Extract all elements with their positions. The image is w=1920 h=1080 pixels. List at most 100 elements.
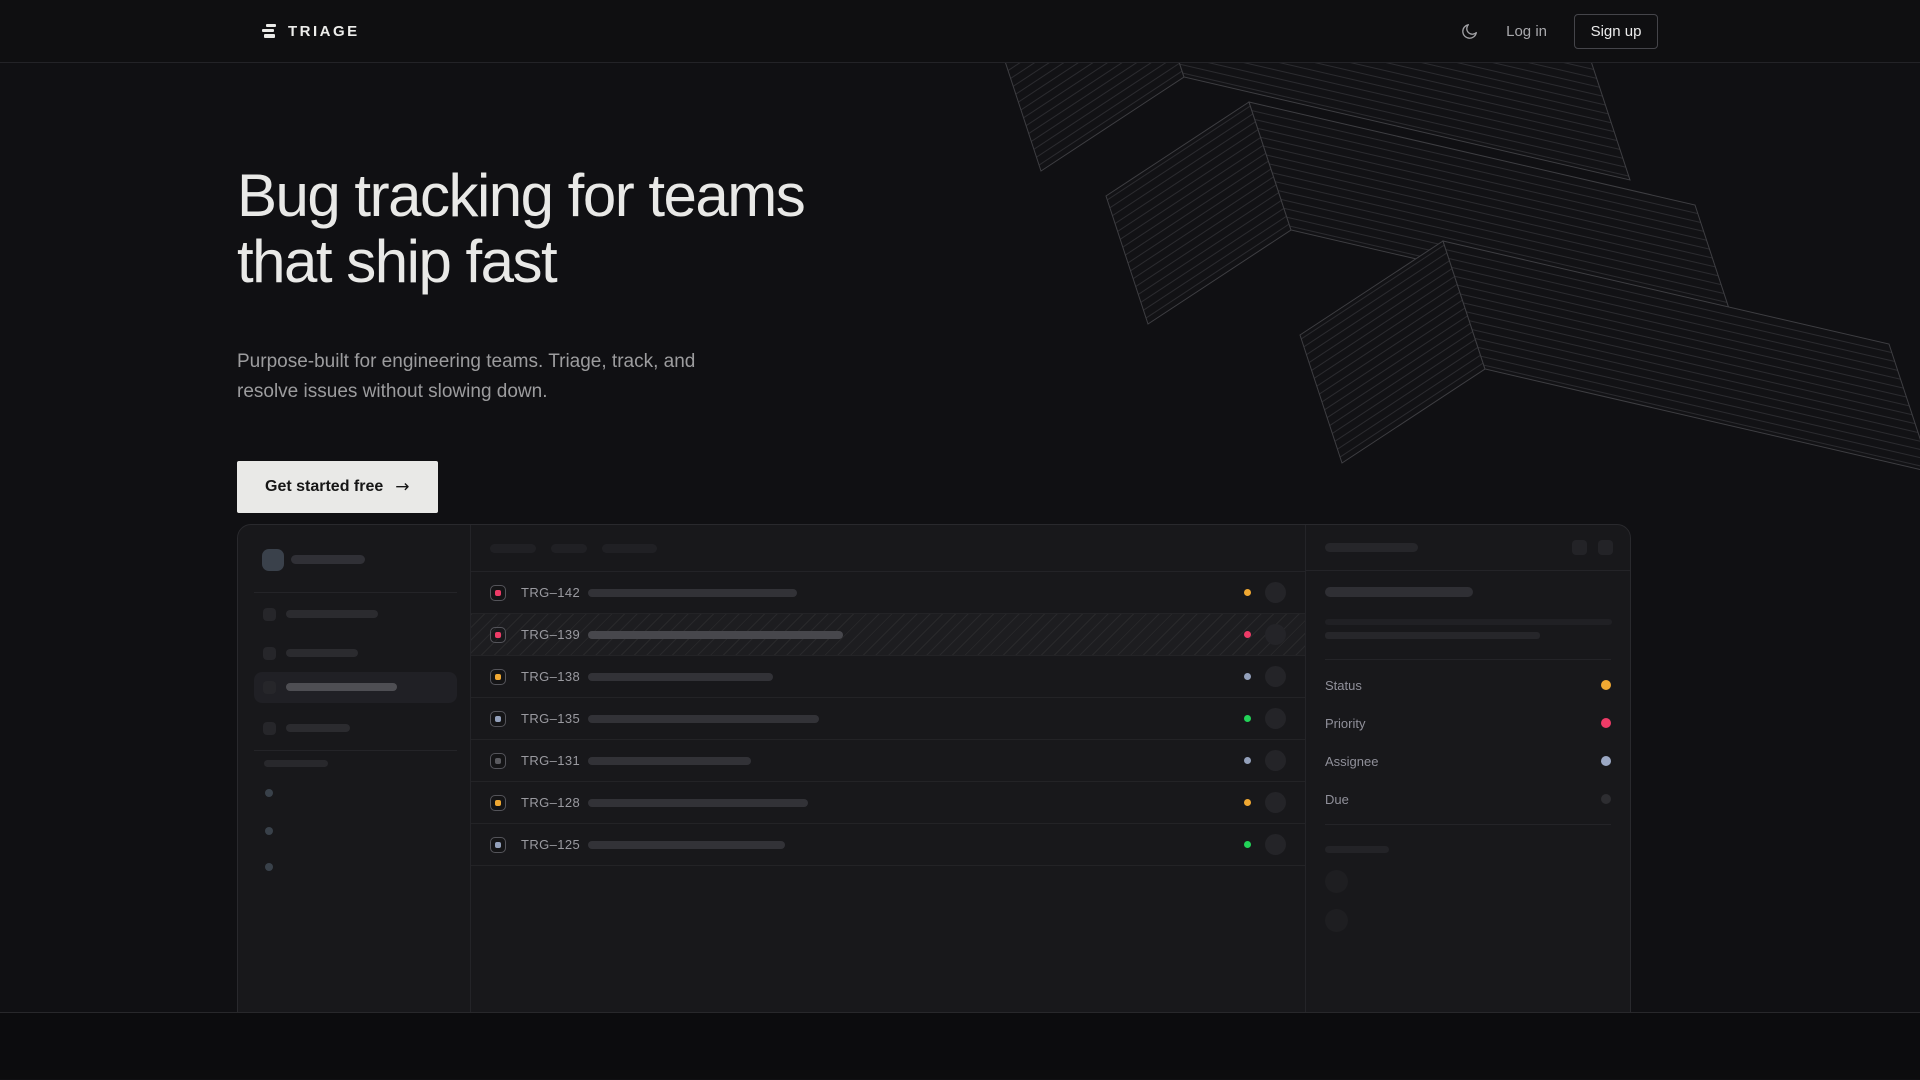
field-value-dot [1601,718,1611,728]
hero-subtext: Purpose-built for engineering teams. Tri… [237,351,696,402]
status-dot [1244,715,1251,722]
app-mockup: TRG–142 TRG–139 TRG–138 TRG–135 [237,524,1631,1012]
status-dot [1244,631,1251,638]
issue-row: TRG–135 [471,698,1305,740]
issue-checkbox-icon [490,794,506,811]
avatar [1265,750,1286,771]
field-label: Priority [1325,715,1366,731]
issue-row: TRG–125 [471,824,1305,866]
skeleton-line [1325,619,1612,625]
issue-row: TRG–142 [471,572,1305,614]
issue-checkbox-icon [490,752,506,769]
skeleton-title-bar [1325,587,1473,597]
workspace-avatar [262,549,284,571]
mockup-sidebar [238,525,471,1012]
issue-checkbox-icon [490,584,506,601]
field-value-dot [1601,680,1611,690]
issue-id: TRG–131 [521,753,581,768]
issue-checkbox-icon [490,668,506,685]
skeleton-bar [286,724,350,732]
skeleton-bar [588,588,797,597]
skeleton-bar [286,610,378,618]
panel-action-icon [1572,540,1587,555]
avatar [1325,909,1348,932]
panel-action-icon [1598,540,1613,555]
skeleton-bar [286,649,358,657]
panel-header [1306,525,1630,571]
login-link[interactable]: Log in [1506,22,1547,40]
theme-toggle-moon-icon[interactable] [1460,22,1479,41]
skeleton-bar [1325,543,1418,552]
mockup-toolbar [471,525,1305,572]
nav-item-icon [263,647,276,660]
field-value-dot [1601,756,1611,766]
nav-item-icon [263,722,276,735]
avatar [1265,624,1286,645]
skeleton-bar [286,683,397,691]
get-started-label: Get started free [265,478,384,495]
status-dot [265,827,273,835]
divider [254,592,457,593]
brand-name: TRIAGE [288,22,360,40]
status-dot [1244,589,1251,596]
issue-id: TRG–142 [521,585,581,600]
avatar [1265,666,1286,687]
triage-logo-icon [262,24,276,38]
nav-item-icon [263,681,276,694]
avatar [1325,870,1348,893]
skeleton-bar [588,714,819,723]
issue-id: TRG–138 [521,669,581,684]
avatar [1265,834,1286,855]
site-header: TRIAGE Log in Sign up [0,0,1920,63]
page-footer [0,1013,1920,1079]
brand: TRIAGE [262,23,360,40]
issue-row: TRG–128 [471,782,1305,824]
arrow-right-icon: → [395,477,410,497]
status-dot [265,863,273,871]
skeleton-pill [551,543,587,553]
issue-checkbox-icon [490,710,506,727]
hero-heading-line2: that ship fast [237,228,558,295]
skeleton-line [1325,632,1540,639]
skeleton-bar [588,630,843,639]
status-dot [1244,799,1251,806]
detail-field-row: Priority [1325,704,1611,742]
issue-checkbox-icon [490,836,506,853]
skeleton-bar [588,798,808,807]
avatar [1265,582,1286,603]
issue-id: TRG–128 [521,795,581,810]
skeleton-bar [264,760,328,767]
field-value-dot [1601,794,1611,804]
avatar [1265,792,1286,813]
mockup-detail-panel: Status Priority Assignee Due [1306,525,1630,1012]
hero-heading: Bug tracking for teams that ship fast [237,163,806,295]
hero-section: Bug tracking for teams that ship fast Pu… [0,63,1920,1013]
issue-row: TRG–131 [471,740,1305,782]
issue-checkbox-icon [490,626,506,643]
avatar [1265,708,1286,729]
detail-field-row: Status [1325,666,1611,704]
status-dot [1244,673,1251,680]
skeleton-bar [291,555,365,564]
signup-button[interactable]: Sign up [1574,13,1658,49]
skeleton-pill [490,543,536,553]
mockup-issue-list: TRG–142 TRG–139 TRG–138 TRG–135 [471,525,1306,1012]
divider [1325,824,1611,825]
status-dot [1244,757,1251,764]
detail-field-row: Assignee [1325,742,1611,780]
skeleton-pill [602,543,657,553]
status-dot [1244,841,1251,848]
skeleton-bar [588,840,785,849]
skeleton-bar [588,756,751,765]
issue-id: TRG–139 [521,627,581,642]
field-label: Assignee [1325,753,1379,769]
detail-field-row: Due [1325,780,1611,818]
issue-id: TRG–135 [521,711,581,726]
get-started-button[interactable]: Get started free → [237,461,438,513]
divider [1325,659,1611,660]
issue-row: TRG–139 [471,614,1305,656]
status-dot [265,789,273,797]
field-label: Status [1325,677,1362,693]
issue-row: TRG–138 [471,656,1305,698]
skeleton-bar [1325,846,1389,853]
